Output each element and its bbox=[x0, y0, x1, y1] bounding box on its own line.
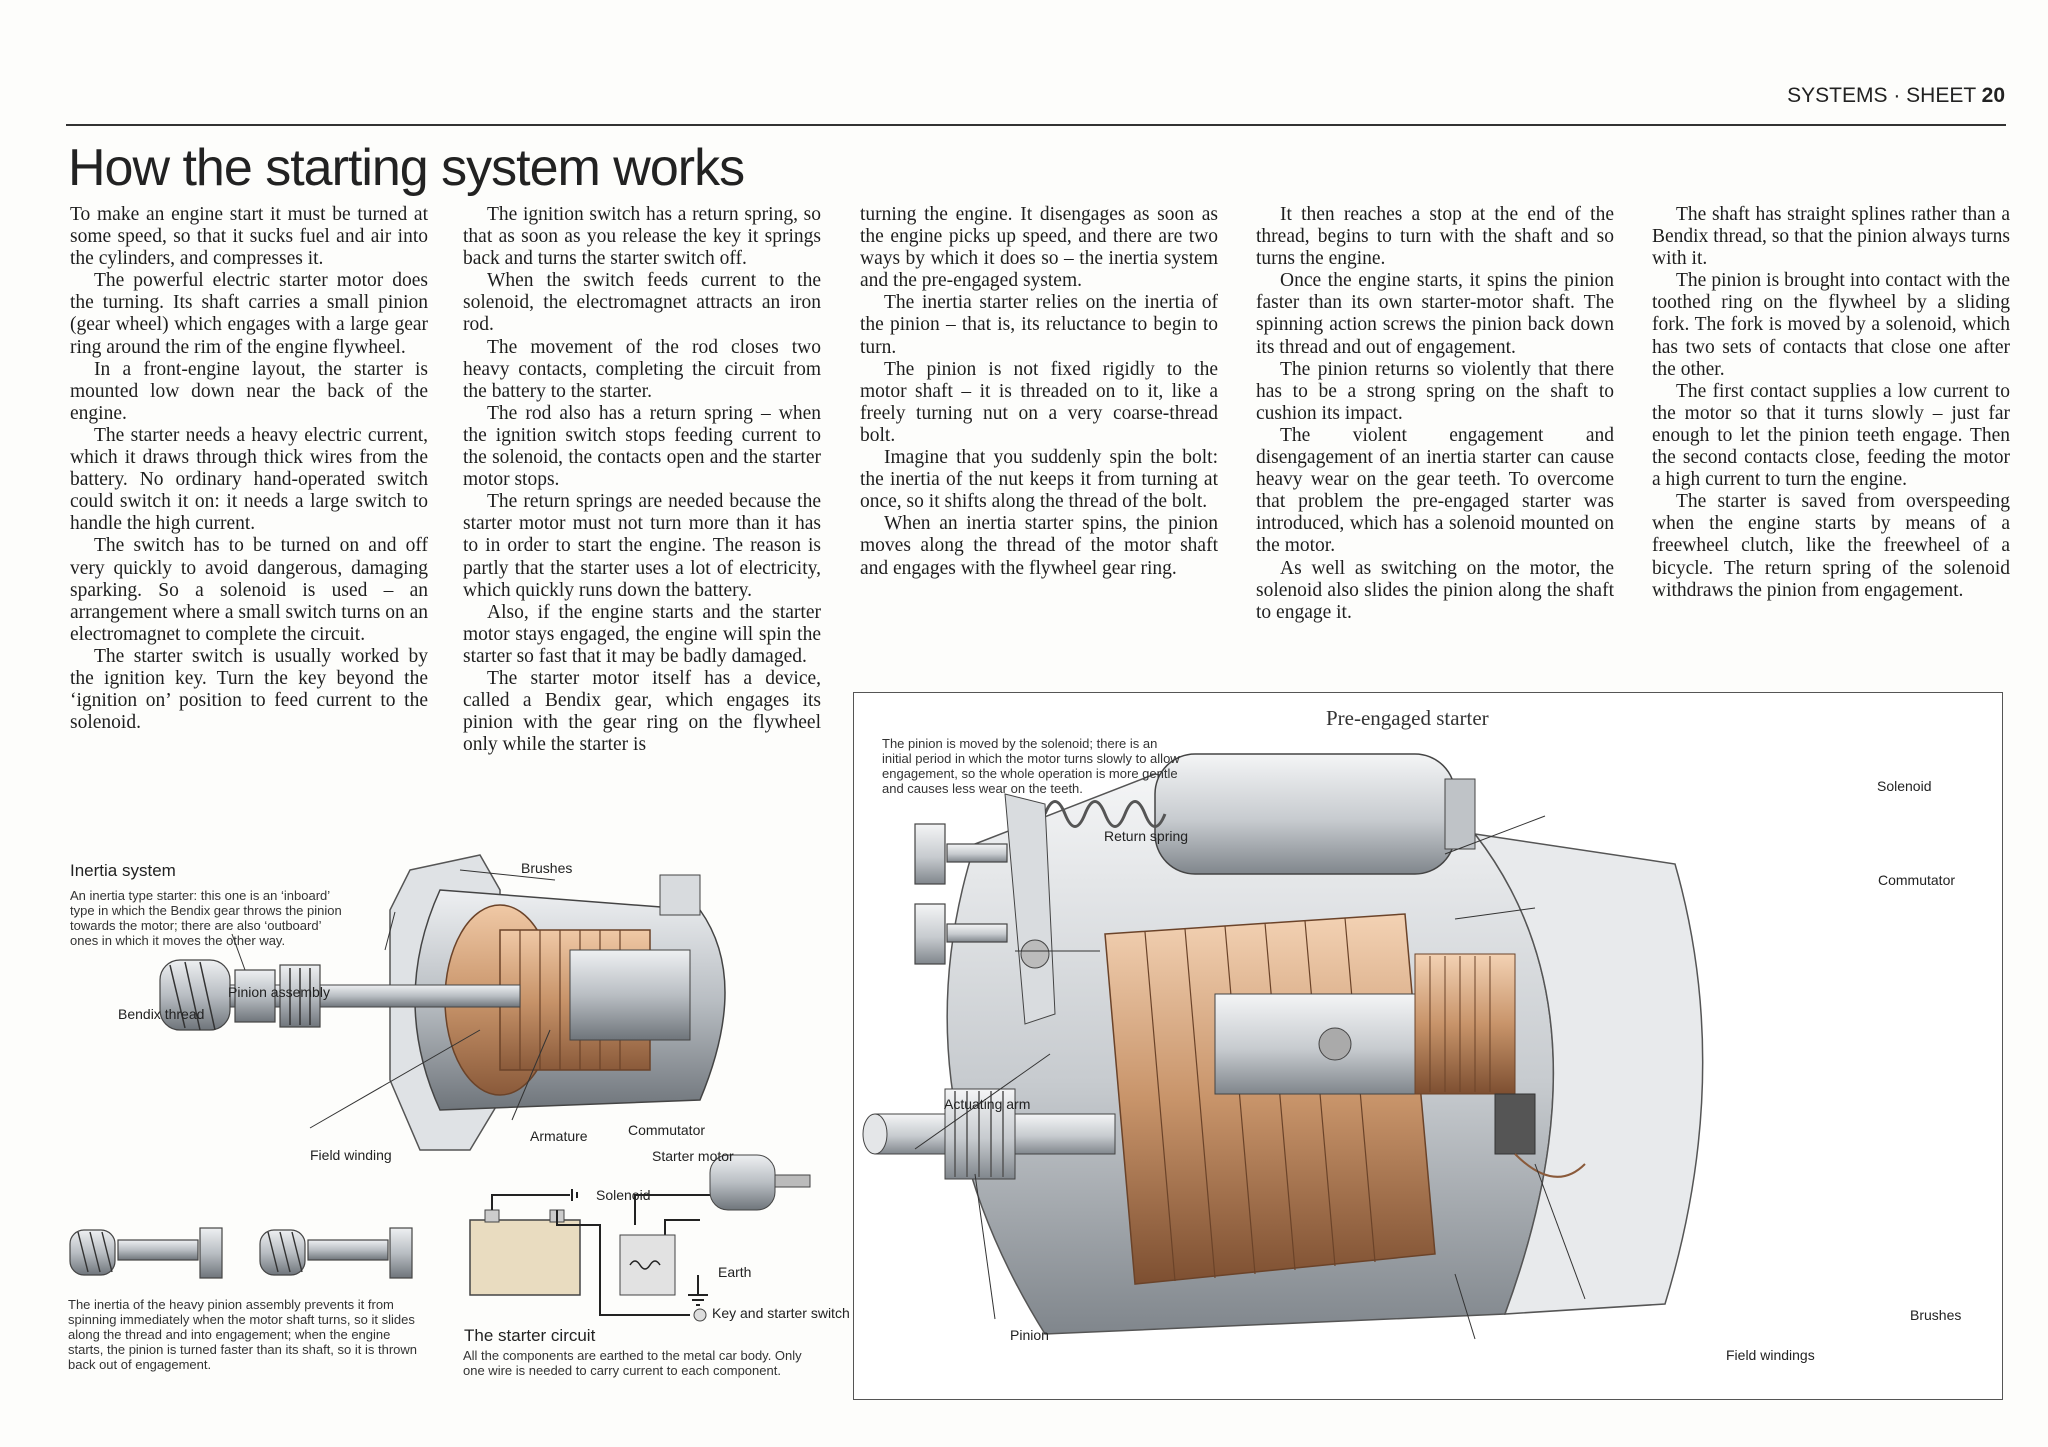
paragraph: The shaft has straight splines rather th… bbox=[1652, 204, 2010, 270]
paragraph: The pinion is not fixed rigidly to the m… bbox=[860, 358, 1218, 446]
paragraph: It then reaches a stop at the end of the… bbox=[1256, 204, 1614, 270]
label-starter-motor: Starter motor bbox=[652, 1148, 734, 1164]
preengaged-title: Pre-engaged starter bbox=[1326, 706, 1489, 730]
sheet-label: SHEET bbox=[1906, 84, 1976, 107]
label-solenoid: Solenoid bbox=[596, 1187, 651, 1203]
page-title: How the starting system works bbox=[68, 139, 745, 197]
label-pinion-assembly: Pinion assembly bbox=[228, 984, 330, 1000]
paragraph: Imagine that you suddenly spin the bolt:… bbox=[860, 447, 1218, 513]
paragraph: When an inertia starter spins, the pinio… bbox=[860, 513, 1218, 579]
label-key-starter-switch: Key and starter switch bbox=[712, 1305, 850, 1321]
paragraph: The return springs are needed because th… bbox=[463, 491, 821, 601]
paragraph: The starter motor itself has a device, c… bbox=[463, 667, 821, 756]
header-rule bbox=[66, 124, 2006, 126]
label-armature: Armature bbox=[530, 1128, 588, 1144]
paragraph: To make an engine start it must be turne… bbox=[70, 204, 428, 270]
label-solenoid: Solenoid bbox=[1877, 778, 1932, 794]
paragraph: The violent engagement and disengagement… bbox=[1256, 424, 1614, 557]
paragraph: The first contact supplies a low current… bbox=[1652, 380, 2010, 491]
label-earth: Earth bbox=[718, 1264, 752, 1280]
paragraph: The movement of the rod closes two heavy… bbox=[463, 336, 821, 402]
label-field-windings: Field windings bbox=[1726, 1347, 1815, 1363]
label-bendix-thread: Bendix thread bbox=[118, 1006, 205, 1022]
paragraph: The starter switch is usually worked by … bbox=[70, 645, 428, 734]
paragraph: When the switch feeds current to the sol… bbox=[463, 270, 821, 336]
paragraph: The ignition switch has a return spring,… bbox=[463, 204, 821, 270]
text-column-1: To make an engine start it must be turne… bbox=[70, 204, 428, 734]
text-column-3: turning the engine. It disengages as soo… bbox=[860, 204, 1218, 580]
paragraph: Also, if the engine starts and the start… bbox=[463, 601, 821, 667]
circuit-title: The starter circuit bbox=[464, 1326, 596, 1345]
paragraph: As well as switching on the motor, the s… bbox=[1256, 557, 1614, 623]
circuit-caption: All the components are earthed to the me… bbox=[463, 1348, 802, 1378]
label-pinion: Pinion bbox=[1010, 1327, 1049, 1343]
label-brushes: Brushes bbox=[521, 860, 573, 876]
paragraph: The starter needs a heavy electric curre… bbox=[70, 424, 428, 535]
inertia-figure-caption: An inertia type starter: this one is an … bbox=[70, 888, 342, 948]
paragraph: The starter is saved from overspeeding w… bbox=[1652, 491, 2010, 601]
paragraph: In a front-engine layout, the starter is… bbox=[70, 358, 428, 424]
paragraph: The switch has to be turned on and off v… bbox=[70, 535, 428, 645]
text-column-2: The ignition switch has a return spring,… bbox=[463, 204, 821, 756]
paragraph: The rod also has a return spring – when … bbox=[463, 402, 821, 491]
paragraph: The powerful electric starter motor does… bbox=[70, 270, 428, 358]
inertia-figure-title: Inertia system bbox=[70, 861, 176, 880]
inertia-starter-illustration bbox=[159, 854, 726, 1151]
sheet-header: SYSTEMS · SHEET 20 bbox=[1780, 84, 2005, 108]
pinion-sequence-illustration bbox=[69, 1227, 413, 1279]
starter-circuit-diagram bbox=[469, 1154, 811, 1322]
paragraph: turning the engine. It disengages as soo… bbox=[860, 204, 1218, 292]
label-return-spring: Return spring bbox=[1104, 828, 1189, 844]
label-brushes: Brushes bbox=[1910, 1307, 1962, 1323]
preengaged-starter-illustration bbox=[862, 753, 1704, 1340]
label-commutator: Commutator bbox=[1878, 872, 1956, 888]
section-label: SYSTEMS bbox=[1787, 84, 1888, 107]
label-actuating-arm: Actuating arm bbox=[944, 1096, 1031, 1112]
header-separator: · bbox=[1893, 84, 1901, 107]
text-column-4: It then reaches a stop at the end of the… bbox=[1256, 204, 1614, 624]
sheet-number: 20 bbox=[1981, 84, 2005, 107]
paragraph: Once the engine starts, it spins the pin… bbox=[1256, 270, 1614, 358]
inertia-bottom-caption: The inertia of the heavy pinion assembly… bbox=[68, 1297, 418, 1372]
paragraph: The pinion returns so violently that the… bbox=[1256, 358, 1614, 424]
paragraph: The pinion is brought into contact with … bbox=[1652, 270, 2010, 380]
label-commutator: Commutator bbox=[628, 1122, 706, 1138]
preengaged-caption: The pinion is moved by the solenoid; the… bbox=[882, 736, 1180, 796]
paragraph: The inertia starter relies on the inerti… bbox=[860, 292, 1218, 358]
text-column-5: The shaft has straight splines rather th… bbox=[1652, 204, 2010, 602]
label-field-winding: Field winding bbox=[310, 1147, 392, 1163]
